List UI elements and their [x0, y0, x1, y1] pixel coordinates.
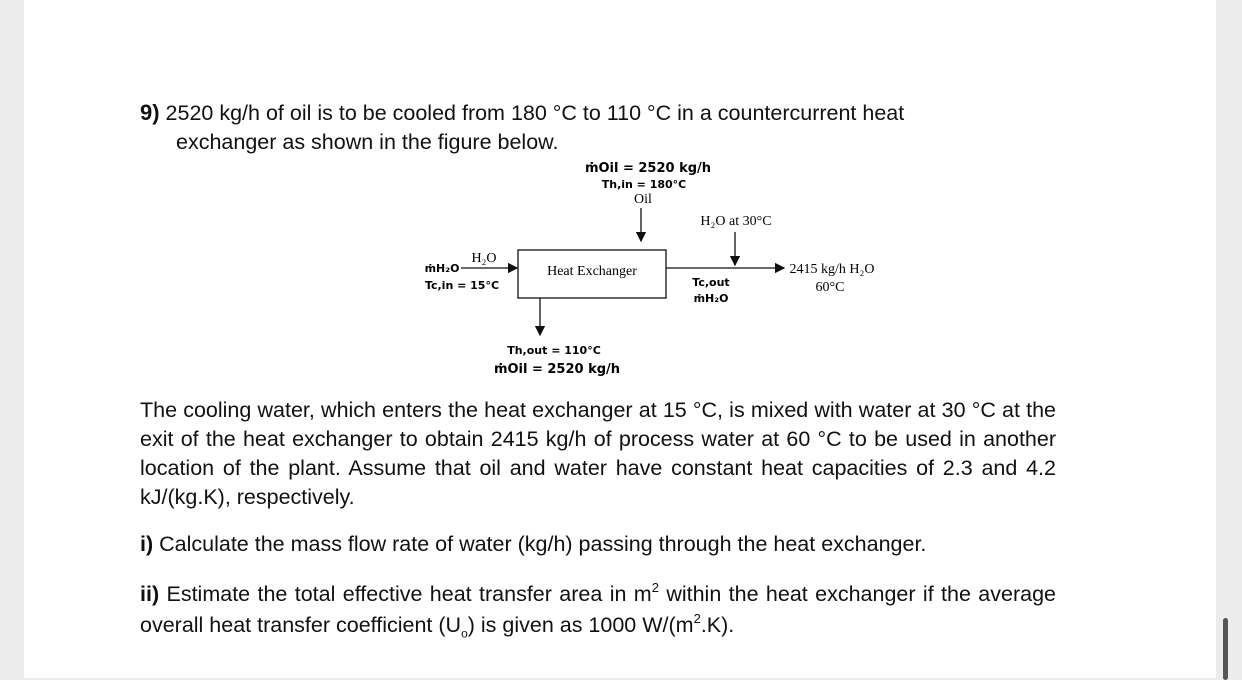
oil-mass-out: ṁOil = 2520 kg/h: [494, 362, 620, 377]
part-ii-text-a: Estimate the total effective heat transf…: [166, 582, 652, 606]
part-ii-sub: o: [461, 626, 468, 641]
water-left-label: H₂O: [471, 251, 496, 266]
question-number: 9): [140, 100, 160, 125]
part-ii-text-d: .K).: [700, 613, 735, 637]
oil-mass-in: ṁOil = 2520 kg/h: [585, 161, 711, 176]
part-ii-label: ii): [140, 582, 160, 606]
product-temp-label: 60°C: [816, 280, 845, 295]
part-ii-sup-2: 2: [693, 611, 701, 626]
part-ii: ii) Estimate the total effective heat tr…: [140, 579, 1056, 641]
scrollbar-thumb[interactable]: [1223, 618, 1228, 680]
question-9: 9) 2520 kg/h of oil is to be cooled from…: [140, 98, 1056, 157]
water-mass-left: ṁH₂O: [425, 262, 460, 275]
heat-exchanger-box: [517, 249, 667, 299]
water-top-label: H₂O at 30°C: [700, 214, 771, 229]
question-line-2: exchanger as shown in the figure below.: [176, 130, 559, 154]
product-flow-label: 2415 kg/h H₂O: [790, 262, 875, 277]
part-ii-text-b: within the heat exchanger if the average…: [140, 582, 1056, 637]
part-i: i) Calculate the mass flow rate of water…: [140, 530, 1056, 559]
heat-exchanger-label: Heat Exchanger: [547, 264, 637, 279]
question-line-1: 2520 kg/h of oil is to be cooled from 18…: [165, 101, 905, 125]
oil-temp-out: Th,out = 110°C: [507, 344, 601, 357]
document-page: [24, 0, 1216, 678]
water-temp-in: Tc,in = 15°C: [425, 279, 499, 292]
water-mass-out: ṁH₂O: [694, 292, 729, 305]
oil-label: Oil: [634, 192, 652, 207]
part-i-label: i): [140, 532, 154, 556]
water-temp-out: Tc,out: [692, 276, 729, 289]
part-i-text: Calculate the mass flow rate of water (k…: [159, 532, 927, 556]
oil-temp-in: Th,in = 180°C: [602, 178, 687, 191]
part-ii-text-c: ) is given as 1000 W/(m: [467, 613, 694, 637]
problem-paragraph: The cooling water, which enters the heat…: [140, 398, 1056, 509]
part-ii-sup-1: 2: [651, 580, 659, 595]
